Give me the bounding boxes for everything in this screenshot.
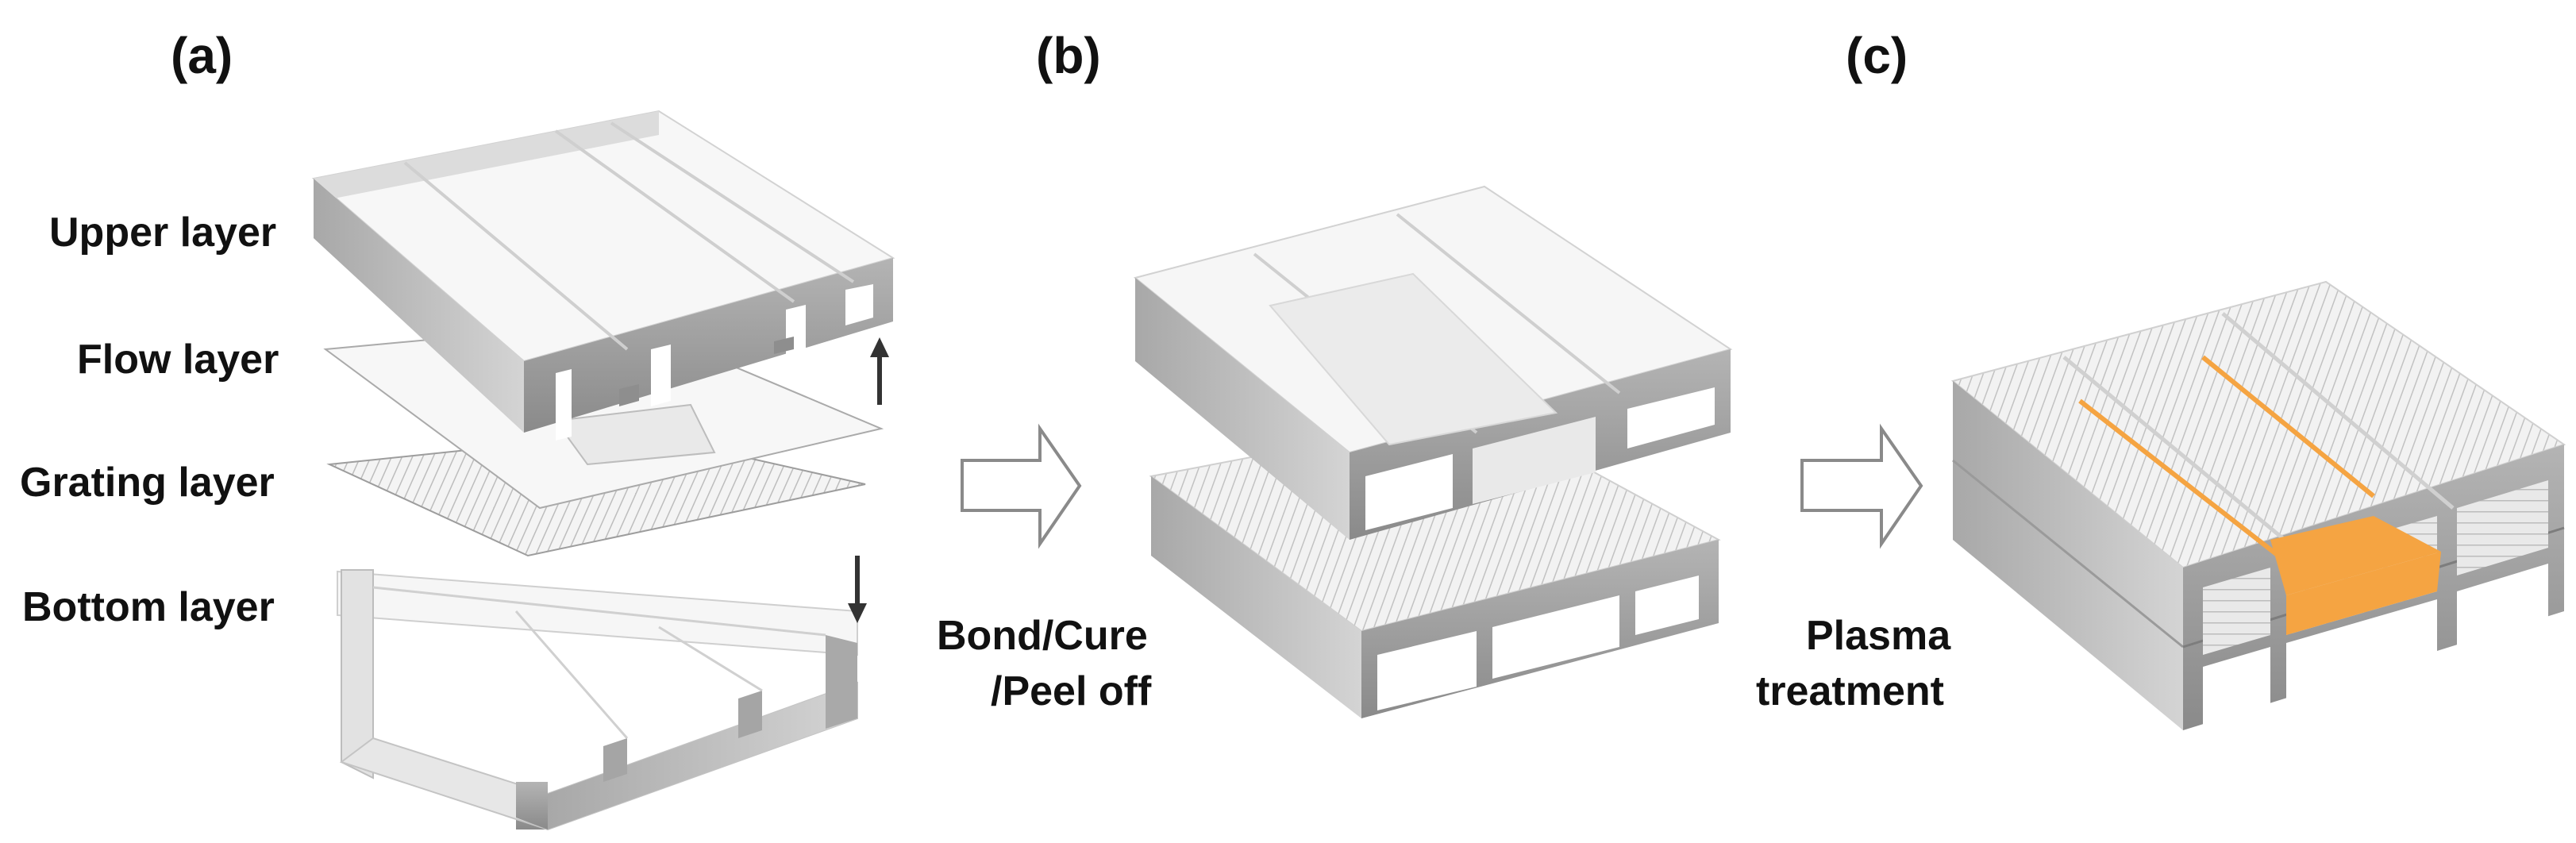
peel-off-label: /Peel off [991, 668, 1152, 714]
upward-arrow [870, 337, 889, 405]
bottom-layer-label: Bottom layer [22, 584, 275, 630]
panel-a-label: (a) [171, 27, 233, 84]
downward-arrow [848, 556, 867, 623]
grating-layer-label: Grating layer [20, 460, 275, 506]
upper-layer-piece [311, 110, 895, 441]
bond-cure-label: Bond/Cure [937, 613, 1148, 659]
highlighted-flow-channel [2078, 355, 2441, 635]
final-device [1950, 280, 2566, 730]
exploded-layer-stack [311, 110, 895, 831]
flow-layer-label: Flow layer [77, 337, 279, 383]
treatment-label: treatment [1756, 668, 1944, 714]
bonded-assembly [1133, 185, 1733, 718]
bottom-layer-piece [337, 569, 858, 831]
process-arrow-2 [1800, 423, 1923, 549]
plasma-label: Plasma [1806, 613, 1951, 659]
panel-b-label: (b) [1036, 27, 1101, 84]
process-arrow-1 [961, 423, 1082, 549]
upper-half [1133, 185, 1733, 540]
panel-c-label: (c) [1846, 27, 1908, 84]
upper-layer-label: Upper layer [49, 210, 276, 256]
